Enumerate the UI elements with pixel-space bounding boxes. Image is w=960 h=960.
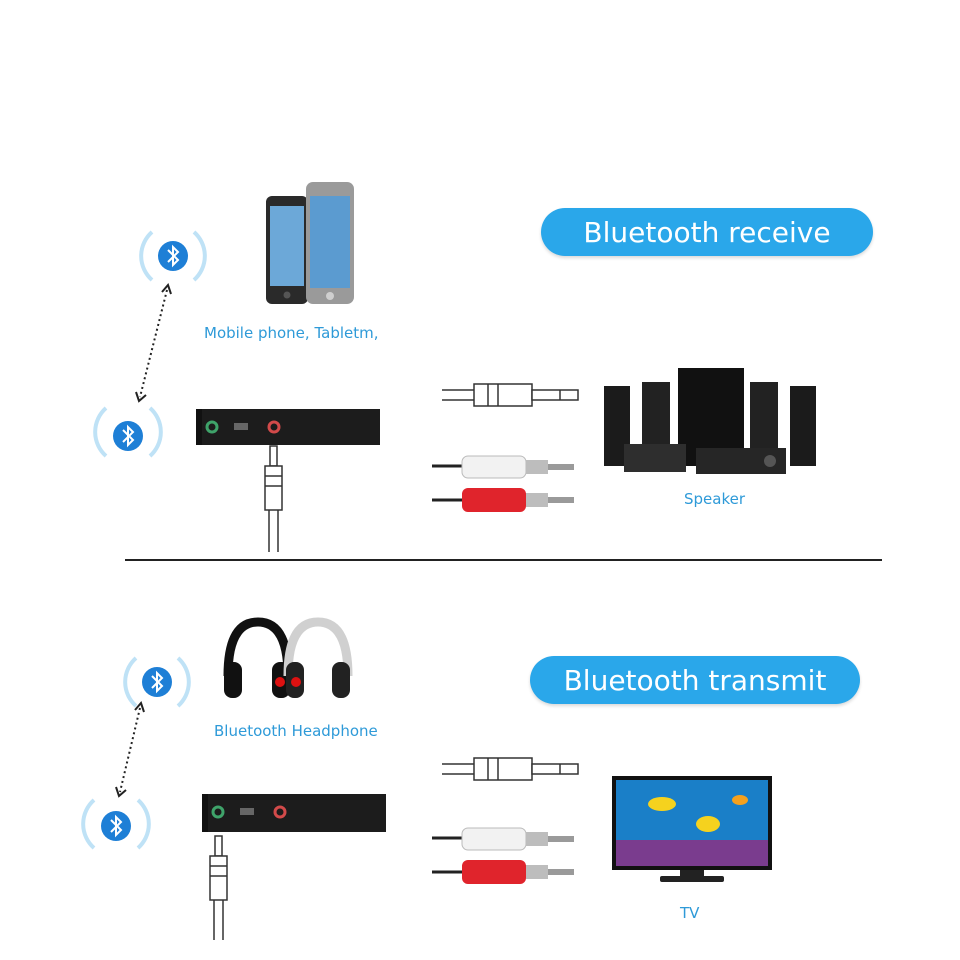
transmit-title: Bluetooth transmit: [530, 656, 860, 704]
smartphone-icon: [266, 182, 354, 304]
rca-cable-icon: [432, 827, 574, 884]
speaker-system-icon: [604, 368, 816, 474]
rca-cable-icon: [432, 455, 574, 512]
bluetooth-icon: [123, 656, 191, 708]
headphones-icon: [223, 617, 353, 698]
connection-arrow: [135, 283, 172, 403]
tv-icon: [612, 776, 772, 882]
output-caption: Speaker: [684, 490, 746, 508]
section-divider: [125, 559, 882, 561]
device-caption: Bluetooth Headphone: [214, 722, 378, 740]
bluetooth-icon: [81, 798, 151, 850]
bluetooth-icon: [139, 230, 207, 282]
audio-jack-icon: [209, 835, 228, 940]
audio-jack-icon: [442, 757, 579, 781]
audio-jack-icon: [442, 383, 579, 407]
connection-arrow: [115, 701, 145, 798]
bluetooth-adapter-icon: [202, 794, 386, 832]
bluetooth-adapter-icon: [196, 409, 380, 445]
audio-jack-icon: [264, 445, 283, 552]
output-caption: TV: [680, 904, 700, 922]
bluetooth-icon: [93, 406, 163, 458]
receive-title: Bluetooth receive: [541, 208, 873, 256]
device-caption: Mobile phone, Tabletm,: [204, 324, 379, 342]
